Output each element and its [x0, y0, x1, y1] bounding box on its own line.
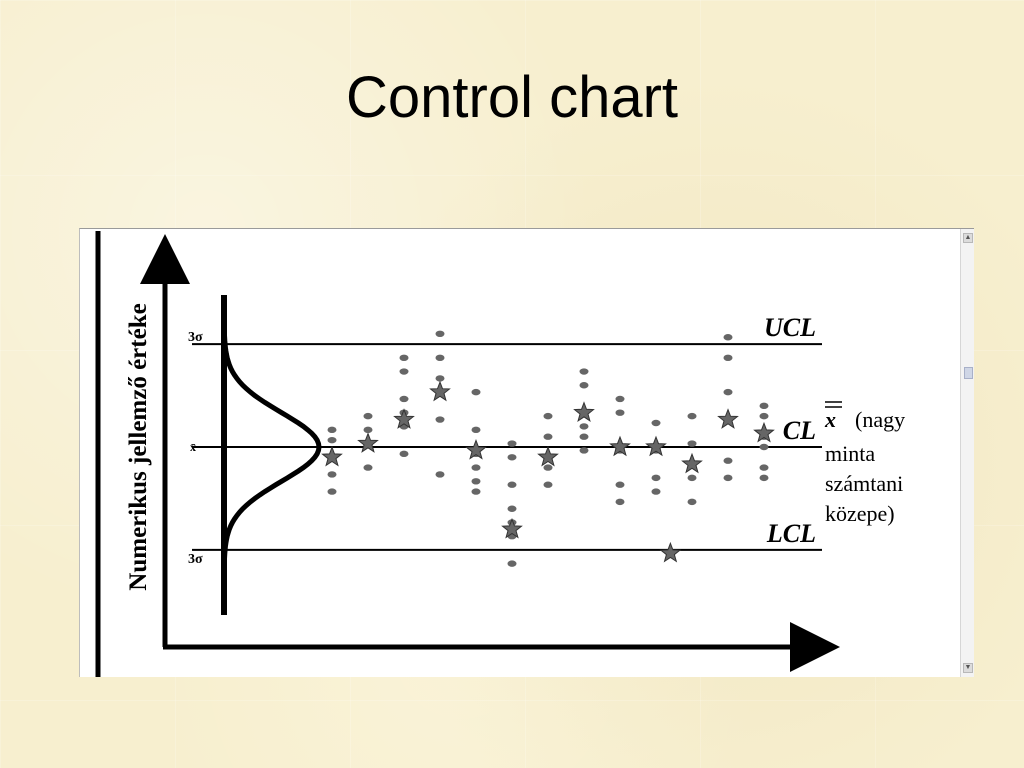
data-point	[435, 330, 445, 338]
annotation-line-4: közepe)	[825, 501, 895, 526]
subgroup-mean-star	[465, 438, 487, 460]
tick-label-upper: 3σ	[188, 330, 203, 345]
data-point	[471, 488, 481, 495]
data-point	[507, 454, 517, 461]
data-point	[327, 471, 337, 478]
data-point	[543, 464, 553, 471]
data-point	[579, 382, 589, 389]
scroll-thumb[interactable]	[964, 367, 973, 379]
data-point	[723, 474, 733, 482]
data-point	[543, 481, 553, 488]
data-point	[435, 375, 445, 382]
data-point	[435, 416, 445, 423]
data-point	[615, 498, 625, 506]
data-point	[651, 488, 661, 495]
data-point	[471, 426, 481, 434]
data-point	[363, 426, 373, 434]
normal-distribution-curve	[221, 323, 322, 568]
data-point	[543, 412, 553, 420]
data-point	[507, 505, 517, 512]
data-point	[651, 474, 661, 482]
xbar-symbol: x	[824, 407, 836, 432]
data-point	[471, 478, 481, 485]
subgroup-mean-star	[321, 445, 343, 467]
data-point	[615, 395, 625, 403]
tick-label-lower: 3σ	[188, 552, 203, 567]
data-point	[759, 443, 769, 451]
data-point	[399, 450, 409, 458]
data-point	[471, 464, 481, 471]
data-point	[687, 440, 697, 447]
subgroup-mean-star	[717, 408, 739, 429]
data-point	[327, 436, 337, 444]
annotation-line-1: (nagy	[855, 407, 905, 432]
annotation-line-3: számtani	[825, 471, 903, 496]
data-point	[759, 474, 769, 482]
data-point	[435, 471, 445, 478]
data-point	[399, 368, 409, 375]
chart-panel: ▲ ▼ Numerikus jellemző értéke UCL CL LCL 3…	[79, 228, 974, 677]
data-point	[579, 433, 589, 440]
data-point	[723, 354, 733, 362]
annotation-line-2: minta	[825, 441, 875, 466]
cl-annotation: x (nagy minta számtani közepe)	[824, 401, 905, 526]
data-point	[615, 481, 625, 488]
data-point	[759, 464, 769, 471]
control-limit-label-lcl: LCL	[766, 519, 816, 548]
data-point	[471, 388, 481, 396]
subgroup-mean-star	[357, 432, 379, 453]
data-point	[327, 488, 337, 495]
scroll-up-icon[interactable]: ▲	[963, 233, 973, 243]
data-point	[723, 334, 733, 341]
panel-scrollbar[interactable]: ▲ ▼	[960, 229, 974, 677]
data-point	[687, 474, 697, 482]
data-point	[399, 395, 409, 403]
subgroup-mean-star	[393, 408, 415, 429]
control-chart: Numerikus jellemző értéke UCL CL LCL 3σ x̄…	[95, 231, 905, 677]
y-axis-label: Numerikus jellemző értéke	[125, 303, 152, 590]
subgroup-mean-star	[753, 421, 775, 443]
subgroup-mean-star	[609, 435, 631, 457]
subgroup-mean-star	[429, 380, 451, 402]
subgroup-mean-star	[645, 435, 667, 457]
data-point	[759, 412, 769, 420]
data-point	[327, 426, 337, 434]
data-point	[435, 354, 445, 362]
data-point	[507, 440, 517, 447]
data-point	[687, 498, 697, 506]
data-point	[507, 560, 517, 567]
data-point	[723, 457, 733, 464]
data-point	[687, 412, 697, 420]
data-points	[321, 330, 775, 567]
scroll-down-icon[interactable]: ▼	[963, 663, 973, 673]
subgroup-mean-star	[681, 452, 703, 474]
data-point	[507, 481, 517, 488]
data-point	[651, 419, 661, 427]
data-point	[399, 354, 409, 362]
data-point	[579, 368, 589, 375]
subgroup-mean-star	[573, 401, 595, 422]
data-point	[723, 388, 733, 396]
out-of-control-star	[659, 541, 682, 563]
data-point	[615, 409, 625, 416]
data-point	[363, 464, 373, 471]
control-limits: UCL CL LCL	[192, 313, 822, 551]
slide-title: Control chart	[345, 65, 679, 130]
data-point	[579, 423, 589, 430]
subgroup-mean-star	[501, 517, 523, 539]
control-limit-label-ucl: UCL	[764, 313, 816, 342]
control-limit-label-cl: CL	[783, 416, 816, 445]
tick-label-center: x̄	[190, 440, 196, 454]
data-point	[363, 412, 373, 420]
subgroup-mean-star	[537, 445, 559, 467]
data-point	[759, 402, 769, 410]
data-point	[543, 433, 553, 440]
data-point	[579, 447, 589, 454]
